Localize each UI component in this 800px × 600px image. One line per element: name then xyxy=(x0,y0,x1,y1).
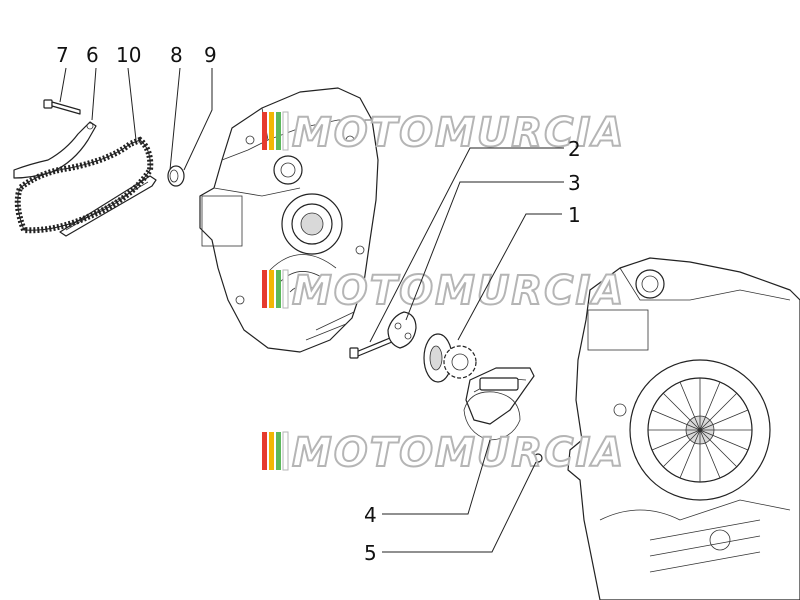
watermark-stripe xyxy=(276,270,281,308)
watermark-stripe xyxy=(269,432,274,470)
callout-3: 3 xyxy=(568,171,581,195)
watermark-middle: MOTOMURCIA xyxy=(262,267,625,315)
watermark-stripe xyxy=(276,432,281,470)
watermark-text: MOTOMURCIA xyxy=(292,430,625,476)
callout-6: 6 xyxy=(86,43,99,67)
watermark-stripe xyxy=(269,270,274,308)
watermark-top: MOTOMURCIA xyxy=(262,109,625,157)
watermark-stripe xyxy=(262,432,267,470)
leader-lines xyxy=(59,67,564,553)
crankcase-left-half xyxy=(199,87,379,353)
callout-1: 1 xyxy=(568,203,581,227)
watermark-text: MOTOMURCIA xyxy=(292,110,625,156)
watermark-stripe xyxy=(276,112,281,150)
leader-5 xyxy=(382,461,537,553)
pump-gasket-plate xyxy=(387,311,417,349)
leader-9 xyxy=(183,68,213,171)
callout-7: 7 xyxy=(56,43,69,67)
watermark-stripe xyxy=(282,431,289,471)
oil-pump-cover xyxy=(465,367,535,425)
chain-tensioner-slider xyxy=(13,121,97,179)
leader-1 xyxy=(457,213,562,341)
chain-guide xyxy=(59,175,157,237)
watermark-stripe xyxy=(282,111,289,151)
timing-chain xyxy=(14,136,154,234)
small-washer xyxy=(533,453,543,463)
watermark-stripe xyxy=(282,269,289,309)
callout-4: 4 xyxy=(364,503,377,527)
leader-7 xyxy=(59,67,67,103)
callout-8: 8 xyxy=(170,43,183,67)
oil-pump-sprocket xyxy=(423,333,477,383)
crankcase-right-half xyxy=(567,257,800,600)
watermark-bottom: MOTOMURCIA xyxy=(262,429,625,477)
watermark-text: MOTOMURCIA xyxy=(292,268,625,314)
callout-2: 2 xyxy=(568,137,581,161)
watermark-stripe xyxy=(262,112,267,150)
leader-6 xyxy=(91,67,97,121)
leader-2 xyxy=(369,147,564,343)
leader-10 xyxy=(127,67,137,141)
cover-gasket xyxy=(463,391,521,441)
bushing xyxy=(167,165,185,187)
callout-9: 9 xyxy=(204,43,217,67)
leader-4 xyxy=(382,439,491,515)
callout-labels: 7 6 10 8 9 2 3 1 4 5 xyxy=(56,43,581,565)
watermark-stripe xyxy=(262,270,267,308)
leader-3 xyxy=(405,181,564,321)
pivot-bolt xyxy=(43,99,81,115)
callout-5: 5 xyxy=(364,541,377,565)
leader-8 xyxy=(169,67,181,171)
watermark-stripe xyxy=(269,112,274,150)
callout-10: 10 xyxy=(116,43,141,67)
